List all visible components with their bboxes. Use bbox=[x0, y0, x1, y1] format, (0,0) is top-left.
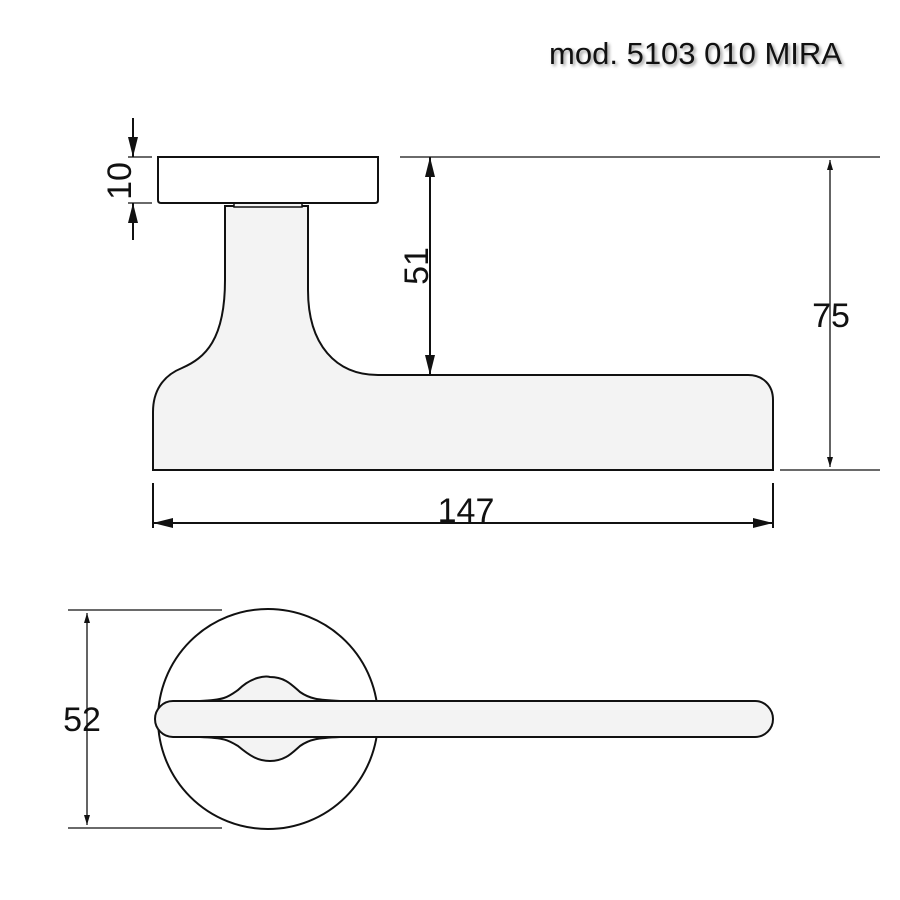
rosette-side bbox=[157, 156, 379, 204]
dim-label-51: 51 bbox=[398, 247, 436, 285]
dim-label-147: 147 bbox=[438, 492, 495, 530]
lever-bar-top bbox=[154, 700, 774, 738]
dim-label-52: 52 bbox=[63, 701, 101, 739]
dim-label-10: 10 bbox=[101, 162, 139, 200]
model-title: mod. 5103 010 MIRA bbox=[549, 36, 842, 71]
dim-label-75: 75 bbox=[812, 297, 850, 335]
lever-side-profile bbox=[152, 205, 774, 471]
